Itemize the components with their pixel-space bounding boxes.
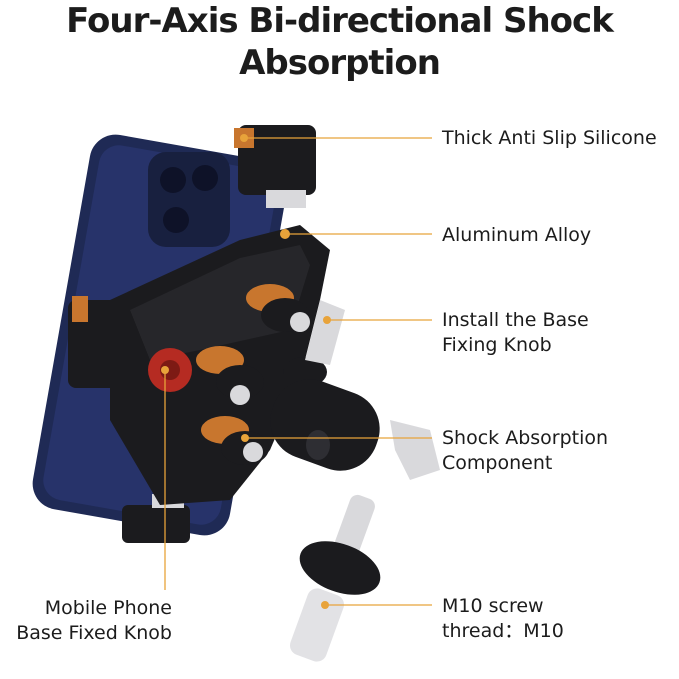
callout-silicone-line1: Thick Anti Slip Silicone	[442, 127, 657, 149]
callout-shock-component-line1: Shock Absorption	[442, 427, 609, 449]
leader-dots	[161, 134, 331, 609]
leader-lines	[164, 137, 432, 606]
callout-m10-screw: M10 screw thread：M10	[442, 594, 564, 644]
callout-m10-screw-line1: M10 screw	[442, 595, 544, 617]
callout-aluminum-line1: Aluminum Alloy	[442, 224, 592, 246]
title-line-2: Absorption	[239, 43, 441, 83]
callout-silicone: Thick Anti Slip Silicone	[442, 126, 657, 151]
callout-phone-base-knob: Mobile Phone Base Fixed Knob	[0, 596, 172, 646]
callout-m10-screw-line2: thread：M10	[442, 620, 564, 642]
title-line-1: Four-Axis Bi-directional Shock	[66, 1, 614, 41]
callout-base-fixing-knob: Install the Base Fixing Knob	[442, 308, 589, 358]
callout-shock-component-line2: Component	[442, 452, 553, 474]
callout-phone-base-knob-line2: Base Fixed Knob	[16, 622, 172, 644]
callout-aluminum: Aluminum Alloy	[442, 223, 591, 248]
callout-shock-component: Shock Absorption Component	[442, 426, 608, 476]
callout-base-fixing-knob-line1: Install the Base	[442, 309, 589, 331]
callout-base-fixing-knob-line2: Fixing Knob	[442, 334, 552, 356]
callout-phone-base-knob-line1: Mobile Phone	[44, 597, 172, 619]
